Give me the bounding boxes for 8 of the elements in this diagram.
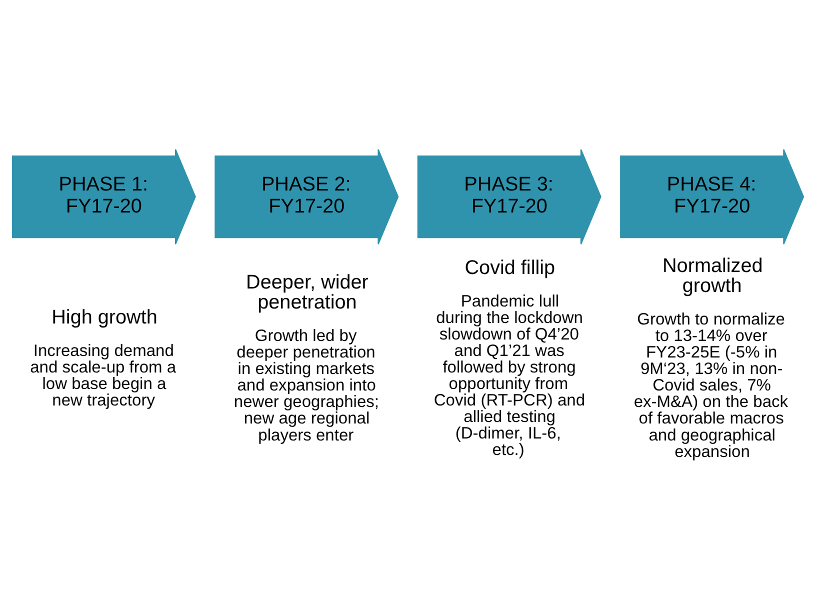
- node-label: Growth to normalize to 13-14% over FY23-25E (-5% in 9M‘23, 13% in non-Covid sales, 7% ex-M&A) on the back of favorable macros and geographical expansion: [634, 309, 788, 460]
- node-label: Normalized growth: [662, 254, 763, 296]
- node-label: Pandemic lull during the lockdown slowdown of Q4’20 and Q1’21 was followed by strong opportunity from Covid (RT-PCR) and allied testing (D-dimer, IL-6, etc.): [434, 290, 586, 459]
- node-label: High growth: [52, 306, 158, 328]
- node-label: Covid fillip: [464, 256, 556, 278]
- node-label: Growth led by deeper penetration in existing markets and expansion into newer geographies; new age regional players enter: [234, 326, 380, 444]
- node-label: Deeper, wider penetration: [246, 271, 368, 313]
- node-label: Increasing demand and scale-up from a low base begin a new trajectory: [30, 340, 176, 410]
